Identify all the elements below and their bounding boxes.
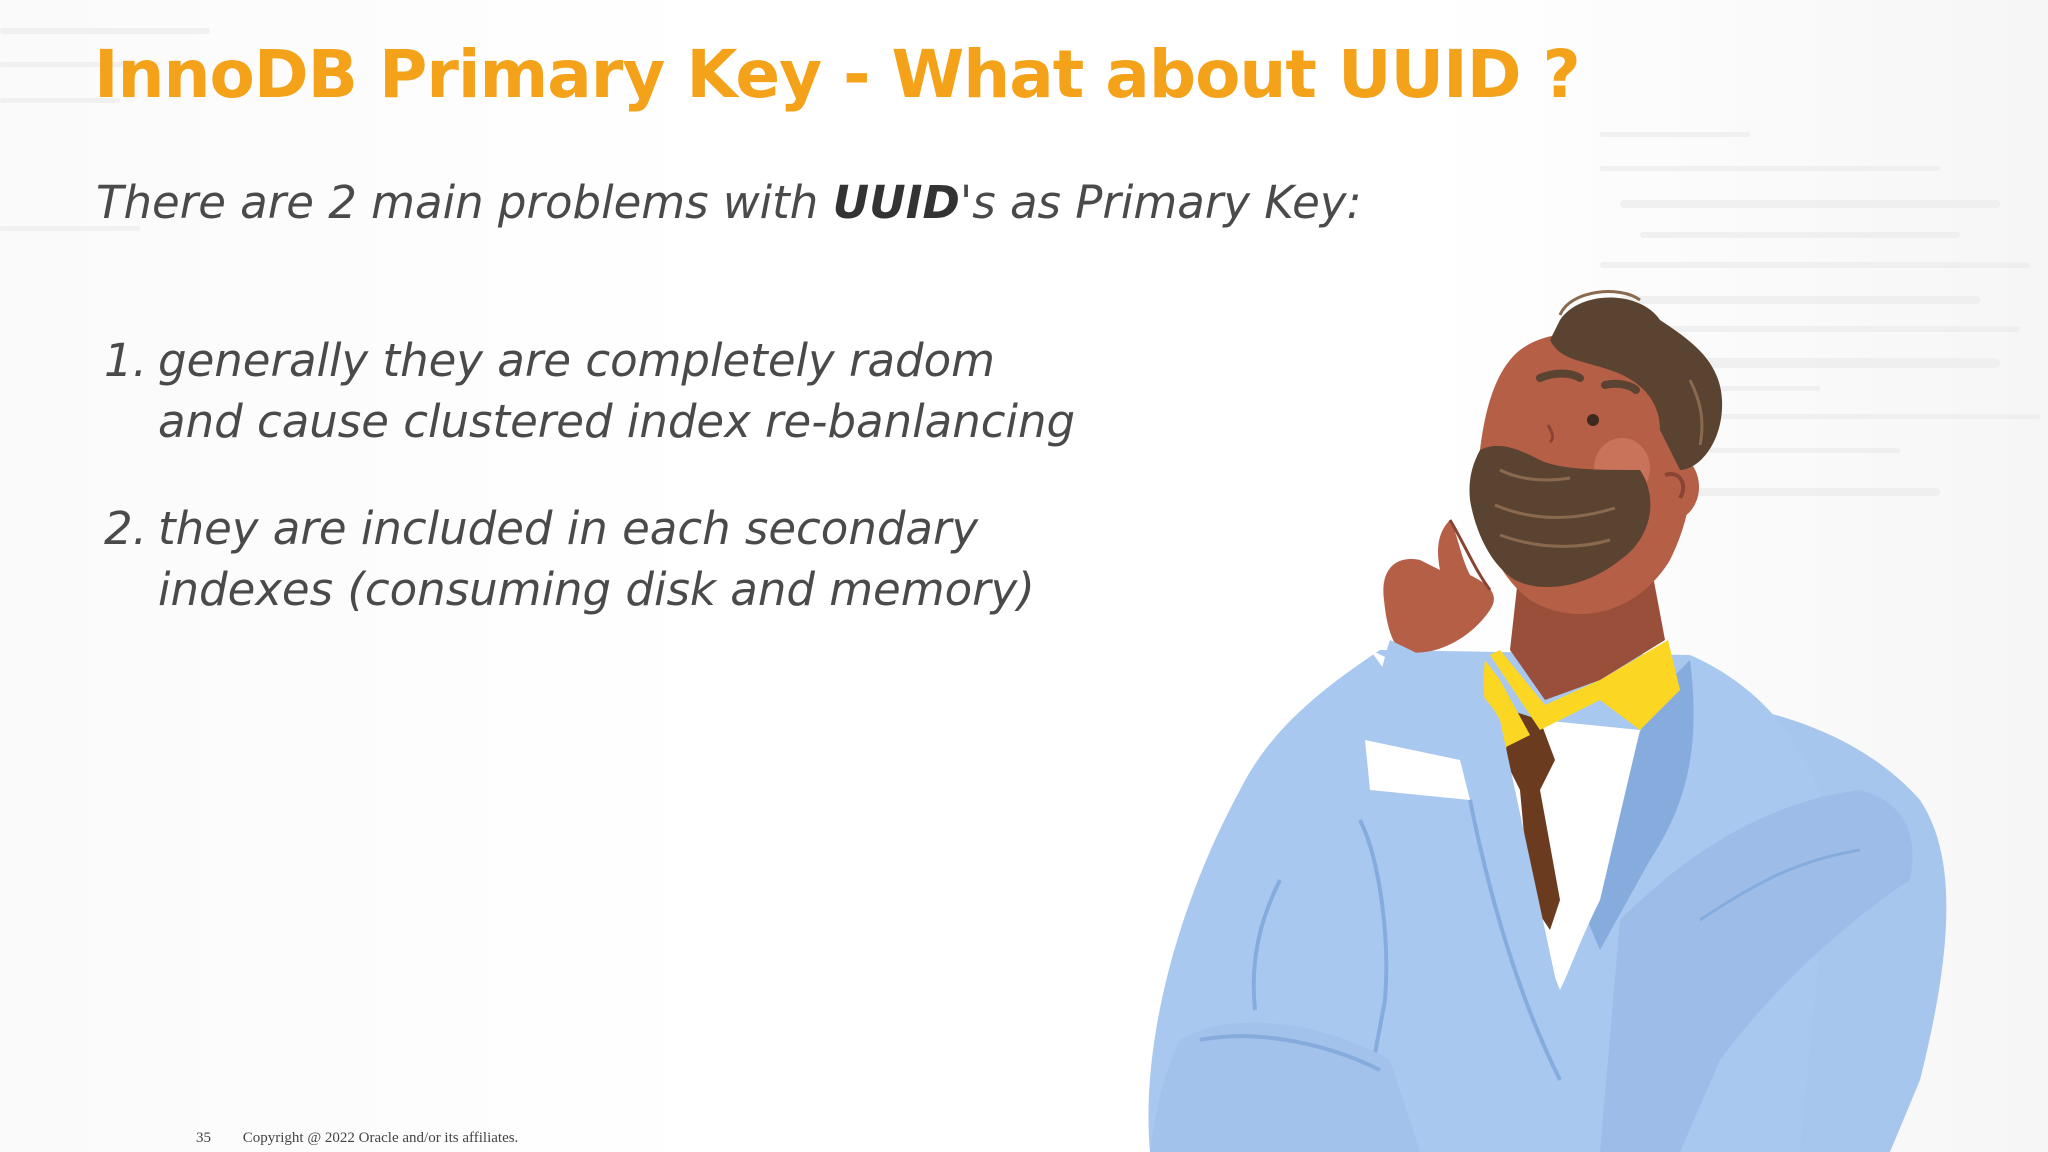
problem-text: generally they are completely radom and …: [158, 330, 1075, 452]
slide-title: InnoDB Primary Key - What about UUID ?: [94, 36, 1581, 113]
problem-line: and cause clustered index re-banlancing: [158, 395, 1076, 448]
intro-text-after: 's as Primary Key:: [959, 176, 1362, 229]
slide-footer: 35 Copyright @ 2022 Oracle and/or its af…: [196, 1130, 518, 1147]
thinking-man-illustration: [1148, 290, 1947, 1152]
intro-text-before: There are 2 main problems with: [96, 176, 833, 229]
intro-text: There are 2 main problems with UUID's as…: [96, 176, 1362, 229]
problem-number: 1.: [104, 334, 147, 387]
problems-list: 1. generally they are completely radom a…: [104, 330, 1075, 666]
problem-item: 1. generally they are completely radom a…: [104, 330, 1075, 452]
problem-line: generally they are completely radom: [158, 334, 995, 387]
copyright-text: Copyright @ 2022 Oracle and/or its affil…: [242, 1130, 519, 1146]
problem-line: indexes (consuming disk and memory): [158, 563, 1035, 616]
intro-text-emphasis: UUID: [832, 176, 960, 229]
problem-item: 2. they are included in each secondary i…: [104, 498, 1075, 620]
page-number: 35: [196, 1130, 211, 1146]
problem-number: 2.: [104, 502, 147, 555]
problem-line: they are included in each secondary: [158, 502, 979, 555]
problem-text: they are included in each secondary inde…: [158, 498, 1035, 620]
